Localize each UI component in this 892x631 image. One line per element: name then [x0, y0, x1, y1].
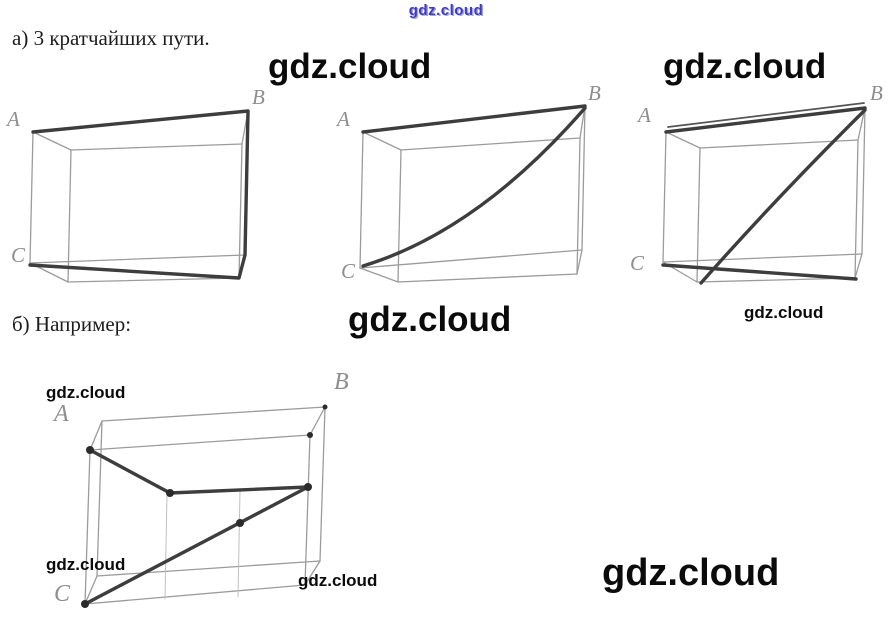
cube3-pencil-edges — [662, 107, 866, 283]
cube3-vertex-label-b: B — [870, 86, 883, 105]
cube1-figure: A B C — [5, 88, 265, 283]
watermark-cube4-left: gdz.cloud — [46, 555, 126, 574]
watermark-cube4-top: gdz.cloud — [46, 383, 126, 402]
watermark-row2-mid: gdz.cloud — [348, 300, 512, 339]
watermark-row1-mid: gdz.cloud — [268, 47, 432, 86]
watermark-under-cube3: gdz.cloud — [744, 303, 824, 322]
cube1-shortest-path — [28, 109, 250, 280]
section-a-heading: а) 3 кратчайших пути. — [12, 26, 210, 50]
cube2-vertex-label-a: A — [335, 107, 350, 131]
cube4-vertex-label-a: A — [52, 401, 69, 427]
cube4-vertex-label-b: B — [334, 373, 349, 395]
watermark-bottom-right: gdz.cloud — [602, 552, 780, 594]
watermark-row1-right: gdz.cloud — [663, 47, 827, 86]
cube3-double-stroke — [667, 102, 865, 128]
cube2-figure: A B C — [335, 86, 601, 283]
cube1-vertex-label-a: A — [5, 107, 20, 131]
cube3-vertex-label-c: C — [630, 251, 645, 275]
section-b-heading: б) Например: — [12, 312, 132, 336]
cube1-vertex-label-b: B — [252, 88, 265, 109]
cube3-shortest-path — [661, 106, 867, 285]
cube1-pencil-edges — [29, 110, 249, 283]
cube2-vertex-label-c: C — [341, 259, 356, 283]
cube4-path-points — [81, 404, 328, 608]
cube4-construction-lines — [164, 490, 241, 600]
watermark-cube4-mid: gdz.cloud — [298, 571, 378, 590]
site-watermark-top: gdz.cloud — [408, 2, 484, 19]
cube2-shortest-path — [361, 104, 587, 268]
cube3-vertex-label-a: A — [636, 103, 651, 127]
cube1-vertex-label-c: C — [11, 243, 26, 267]
cube2-vertex-label-b: B — [588, 86, 601, 105]
cube4-example-path — [83, 448, 310, 606]
cube4-vertex-label-c: C — [54, 581, 71, 607]
cube3-figure: A B C — [630, 86, 883, 285]
cube4-pencil-edges — [84, 406, 326, 605]
cube4-figure: A B C — [52, 373, 349, 608]
cube2-pencil-edges — [359, 105, 586, 283]
